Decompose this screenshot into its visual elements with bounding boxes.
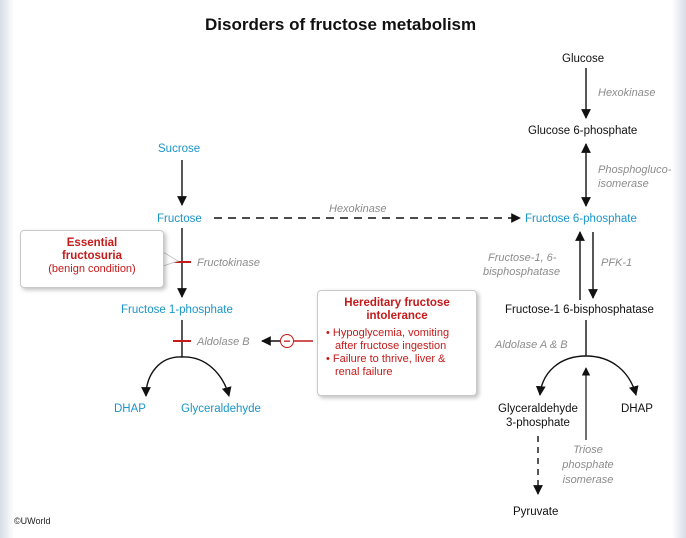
label-fructose-1-phosphate: Fructose 1-phosphate [121,304,233,316]
label-hexokinase-right: Hexokinase [598,87,656,99]
label-f16bpase-1: Fructose-1, 6- [488,252,557,264]
label-g3p-1: Glyceraldehyde [498,403,578,415]
label-f16bpase-2: bisphosphatase [483,266,561,278]
label-glucose-6-phosphate: Glucose 6-phosphate [528,125,638,137]
label-glucose: Glucose [562,53,605,65]
inhibition-minus: − [283,334,291,348]
label-triose-2: phosphate [562,459,614,471]
label-hexokinase-middle: Hexokinase [329,203,387,215]
label-fructose: Fructose [157,213,202,225]
copyright-label: ©UWorld [14,516,51,526]
label-fructokinase: Fructokinase [197,257,260,269]
hfi-title-1: Hereditary fructose [344,297,450,309]
label-dhap-left: DHAP [114,403,146,415]
label-phosphoglucoisomerase-1: Phosphogluco- [598,164,672,176]
essential-line3: (benign condition) [48,263,136,275]
essential-line2: fructosuria [61,250,123,262]
hfi-bullet1-2: after fructose ingestion [335,340,447,352]
hfi-bullet2-2: renal failure [335,366,393,378]
arrow-split-glyceraldehyde [181,356,232,397]
label-fructose-1-6-bisphosphatase: Fructose-1 6-bisphosphatase [505,304,654,316]
arrow-split-dhap [141,356,183,397]
label-triose-3: isomerase [562,474,614,486]
label-fructose-6-phosphate: Fructose 6-phosphate [525,213,637,225]
hfi-bullet2-1: • Failure to thrive, liver & [326,353,446,365]
label-glyceraldehyde: Glyceraldehyde [181,403,261,415]
inhibition-symbol: − [280,334,294,348]
label-pyruvate: Pyruvate [513,506,559,518]
diagram-title: Disorders of fructose metabolism [205,15,477,34]
label-phosphoglucoisomerase-2: isomerase [598,178,649,190]
essential-fructosuria-box: Essential fructosuria (benign condition) [20,230,164,288]
callout-pointer [162,251,180,267]
label-g3p-2: 3-phosphate [506,417,570,429]
hfi-title-2: intolerance [366,310,428,322]
label-aldolase-b: Aldolase B [197,336,250,348]
label-pfk-1: PFK-1 [601,257,633,269]
label-aldolase-a-b: Aldolase A & B [495,339,568,351]
essential-line1: Essential [66,237,118,249]
arrow-split-g3p [535,355,587,396]
label-sucrose: Sucrose [158,143,201,155]
hfi-box: Hereditary fructose intolerance • Hypogl… [317,290,477,396]
arrow-split-dhap-right [585,355,639,396]
label-triose-1: Triose [573,444,603,456]
hfi-bullet1-1: • Hypoglycemia, vomiting [326,327,450,339]
label-dhap-right: DHAP [621,403,653,415]
